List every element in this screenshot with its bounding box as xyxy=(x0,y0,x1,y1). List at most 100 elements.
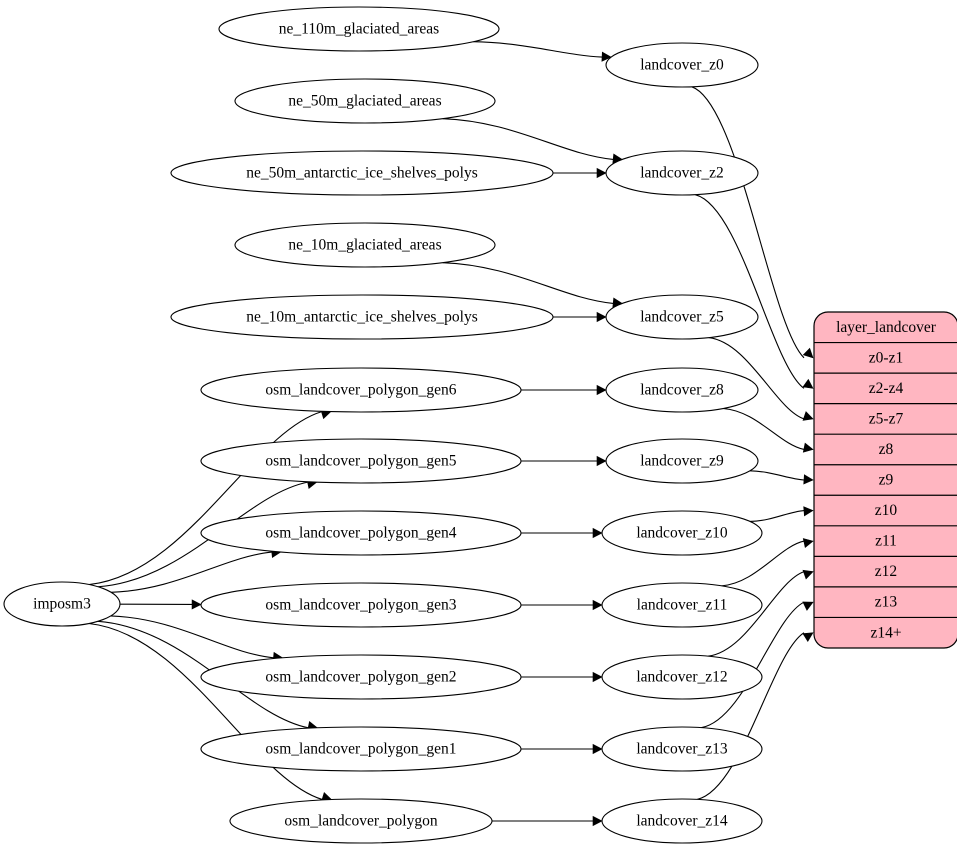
edge-line xyxy=(442,118,614,160)
node-ne_10m_glaciated_areas[interactable]: ne_10m_glaciated_areas xyxy=(234,222,496,268)
edge-arrowhead xyxy=(592,743,603,755)
node-label: ne_50m_antarctic_ice_shelves_polys xyxy=(246,165,478,182)
table-row-z12[interactable]: z12 xyxy=(875,563,897,580)
node-shape xyxy=(234,222,496,268)
table-row-z13[interactable]: z13 xyxy=(875,594,898,611)
node-osm_landcover_polygon_gen4[interactable]: osm_landcover_polygon_gen4 xyxy=(200,510,522,556)
node-osm_landcover_polygon_gen5[interactable]: osm_landcover_polygon_gen5 xyxy=(200,438,522,484)
node-label: landcover_z2 xyxy=(640,165,724,182)
edge-arrowhead xyxy=(592,815,603,827)
node-label: ne_10m_glaciated_areas xyxy=(288,237,441,254)
edge-arrowhead xyxy=(802,538,814,549)
edge-line xyxy=(750,470,805,481)
table-row-label: z5-z7 xyxy=(869,410,904,427)
node-shape xyxy=(601,726,763,772)
edge-osm_landcover_polygon_gen3-to-landcover_z11 xyxy=(521,599,603,611)
node-shape xyxy=(200,510,522,556)
edge-line xyxy=(473,41,603,58)
node-osm_landcover_polygon_gen3[interactable]: osm_landcover_polygon_gen3 xyxy=(200,582,522,628)
node-shape xyxy=(170,294,554,340)
table-row-z0-z1[interactable]: z0-z1 xyxy=(869,349,903,366)
node-landcover_z9[interactable]: landcover_z9 xyxy=(605,438,759,484)
edge-line xyxy=(111,551,272,593)
edge-arrowhead xyxy=(802,601,814,611)
table-row-z14+[interactable]: z14+ xyxy=(870,624,901,641)
table-background xyxy=(813,311,957,649)
node-label: osm_landcover_polygon_gen5 xyxy=(265,453,456,470)
node-shape xyxy=(605,42,759,88)
table-row-z9[interactable]: z9 xyxy=(879,472,894,489)
edge-line xyxy=(110,615,274,659)
node-shape xyxy=(605,294,759,340)
node-shape xyxy=(200,726,522,772)
edge-arrowhead xyxy=(802,442,814,453)
node-ne_10m_antarctic_ice_shelves_polys[interactable]: ne_10m_antarctic_ice_shelves_polys xyxy=(170,294,554,340)
node-shape xyxy=(601,510,763,556)
node-landcover_z0[interactable]: landcover_z0 xyxy=(605,42,759,88)
edge-osm_landcover_polygon_gen4-to-landcover_z10 xyxy=(521,527,603,539)
node-osm_landcover_polygon_gen1[interactable]: osm_landcover_polygon_gen1 xyxy=(200,726,522,772)
node-ne_110m_glaciated_areas[interactable]: ne_110m_glaciated_areas xyxy=(218,6,500,52)
node-shape xyxy=(234,78,496,124)
edge-landcover_z9-to-layer_landcover-z9 xyxy=(750,470,814,485)
edge-arrowhead xyxy=(596,167,607,179)
node-osm_landcover_polygon_gen2[interactable]: osm_landcover_polygon_gen2 xyxy=(200,654,522,700)
node-osm_landcover_polygon[interactable]: osm_landcover_polygon xyxy=(229,798,493,844)
table-row-z2-z4[interactable]: z2-z4 xyxy=(869,380,904,397)
edge-ne_10m_antarctic_ice_shelves_polys-to-landcover_z5 xyxy=(553,311,607,323)
table-row-z8[interactable]: z8 xyxy=(879,441,894,458)
node-ne_50m_glaciated_areas[interactable]: ne_50m_glaciated_areas xyxy=(234,78,496,124)
node-label: landcover_z11 xyxy=(637,597,728,614)
edge-arrowhead xyxy=(596,311,607,323)
node-shape xyxy=(200,438,522,484)
node-landcover_z8[interactable]: landcover_z8 xyxy=(605,367,759,413)
node-imposm3[interactable]: imposm3 xyxy=(3,581,121,627)
edge-arrowhead xyxy=(592,671,603,683)
edge-imposm3-to-osm_landcover_polygon_gen6 xyxy=(89,409,332,586)
edge-landcover_z0-to-layer_landcover-z0-z1 xyxy=(691,86,814,359)
edge-arrowhead xyxy=(802,347,814,359)
node-label: osm_landcover_polygon_gen2 xyxy=(265,669,456,686)
edge-imposm3-to-osm_landcover_polygon_gen2 xyxy=(110,615,284,662)
layer-landcover-table[interactable]: layer_landcoverz0-z1z2-z4z5-z7z8z9z10z11… xyxy=(813,311,957,649)
node-ne_50m_antarctic_ice_shelves_polys[interactable]: ne_50m_antarctic_ice_shelves_polys xyxy=(170,150,554,196)
edge-line xyxy=(88,622,323,801)
node-shape xyxy=(601,798,763,844)
table-row-label: z8 xyxy=(879,441,894,458)
table-row-z11[interactable]: z11 xyxy=(875,533,897,550)
node-landcover_z2[interactable]: landcover_z2 xyxy=(605,150,759,196)
edges-layer xyxy=(88,41,814,827)
table-row-z5-z7[interactable]: z5-z7 xyxy=(869,410,904,427)
table-row-label: z13 xyxy=(875,594,898,611)
edge-line xyxy=(442,262,614,304)
node-label: landcover_z12 xyxy=(636,669,727,686)
node-label: ne_10m_antarctic_ice_shelves_polys xyxy=(246,309,478,326)
edge-landcover_z12-to-layer_landcover-z12 xyxy=(707,569,814,657)
edge-arrowhead xyxy=(592,527,603,539)
node-shape xyxy=(170,150,554,196)
table-row-label: z9 xyxy=(879,472,894,489)
node-osm_landcover_polygon_gen6[interactable]: osm_landcover_polygon_gen6 xyxy=(200,367,522,413)
node-landcover_z12[interactable]: landcover_z12 xyxy=(601,654,763,700)
edge-ne_50m_antarctic_ice_shelves_polys-to-landcover_z2 xyxy=(553,167,607,179)
node-landcover_z14[interactable]: landcover_z14 xyxy=(601,798,763,844)
node-landcover_z13[interactable]: landcover_z13 xyxy=(601,726,763,772)
edge-imposm3-to-osm_landcover_polygon_gen4 xyxy=(111,547,282,593)
node-shape xyxy=(605,150,759,196)
table-row-z10[interactable]: z10 xyxy=(875,502,898,519)
edge-arrowhead xyxy=(802,411,814,421)
node-label: ne_110m_glaciated_areas xyxy=(279,21,439,38)
edge-line xyxy=(697,632,805,800)
node-label: landcover_z8 xyxy=(640,382,724,399)
node-landcover_z5[interactable]: landcover_z5 xyxy=(605,294,759,340)
node-shape xyxy=(605,438,759,484)
node-landcover_z11[interactable]: landcover_z11 xyxy=(601,582,763,628)
edge-landcover_z2-to-layer_landcover-z2-z4 xyxy=(695,194,814,389)
node-landcover_z10[interactable]: landcover_z10 xyxy=(601,510,763,556)
edge-osm_landcover_polygon_gen5-to-landcover_z9 xyxy=(521,455,607,467)
edge-osm_landcover_polygon_gen1-to-landcover_z13 xyxy=(521,743,603,755)
nodes-layer: imposm3 ne_110m_glaciated_areas ne_50m_gla… xyxy=(3,6,763,844)
node-label: imposm3 xyxy=(33,596,91,613)
edge-landcover_z10-to-layer_landcover-z10 xyxy=(750,506,814,522)
